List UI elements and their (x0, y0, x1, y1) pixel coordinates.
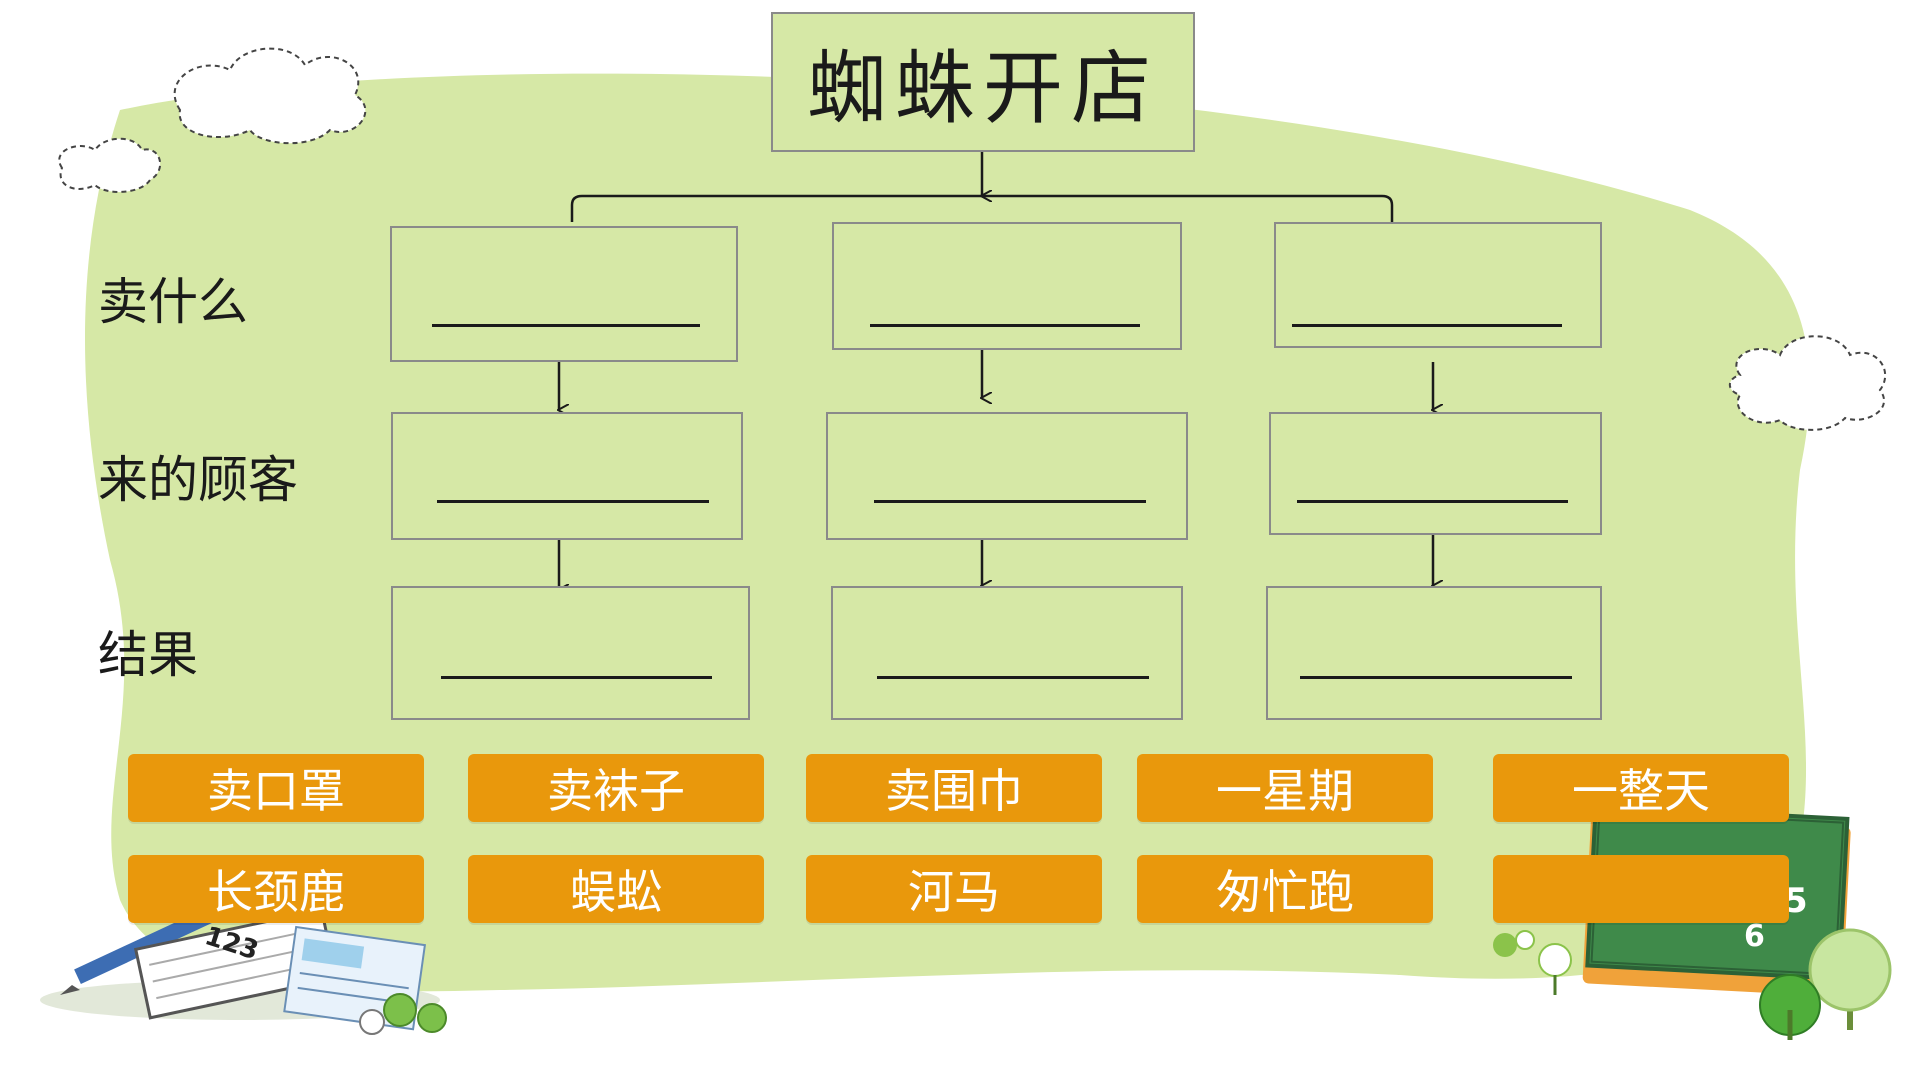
answer-blank (441, 676, 712, 679)
answer-blank (877, 676, 1149, 679)
row-label-sell: 卖什么 (98, 273, 248, 331)
answer-box-result-1[interactable] (391, 586, 750, 720)
answer-box-sell-3[interactable] (1274, 222, 1602, 348)
word-chip[interactable]: 匆忙跑 (1137, 855, 1433, 923)
diagram-title: 蜘蛛开店 (771, 12, 1195, 152)
answer-box-result-3[interactable] (1266, 586, 1602, 720)
cloud-icon (1728, 335, 1887, 431)
cloud-icon (58, 137, 161, 193)
row-label-customer: 来的顾客 (98, 451, 298, 509)
answer-blank (437, 500, 709, 503)
word-chip[interactable]: 河马 (806, 855, 1102, 923)
word-chip[interactable]: 一整天 (1493, 754, 1789, 822)
word-chip[interactable]: 一星期 (1137, 754, 1433, 822)
answer-box-customer-2[interactable] (826, 412, 1188, 540)
word-chip[interactable]: 卖袜子 (468, 754, 764, 822)
word-chip[interactable]: 长颈鹿 (128, 855, 424, 923)
tree-icon (359, 993, 447, 1035)
blackboard-digit-6: 6 (1744, 919, 1765, 954)
answer-box-customer-3[interactable] (1269, 412, 1602, 535)
word-chip[interactable]: 卖围巾 (806, 754, 1102, 822)
answer-blank (432, 324, 700, 327)
answer-blank (1292, 324, 1562, 327)
blackboard-digit-5: 5 (1784, 881, 1808, 921)
word-chip[interactable]: 蜈蚣 (468, 855, 764, 923)
answer-blank (1297, 500, 1568, 503)
tree-icon (1759, 928, 1892, 1040)
answer-blank (870, 324, 1140, 327)
word-chip[interactable]: 卖口罩 (128, 754, 424, 822)
answer-blank (874, 500, 1146, 503)
cloud-icon (173, 47, 367, 145)
answer-box-result-2[interactable] (831, 586, 1183, 720)
answer-box-customer-1[interactable] (391, 412, 743, 540)
answer-box-sell-2[interactable] (832, 222, 1182, 350)
answer-box-sell-1[interactable] (390, 226, 738, 362)
answer-blank (1300, 676, 1572, 679)
flower-icon (1493, 930, 1572, 995)
row-label-result: 结果 (98, 626, 198, 684)
bracket-line (570, 194, 1394, 222)
word-chip-empty[interactable] (1493, 855, 1789, 923)
